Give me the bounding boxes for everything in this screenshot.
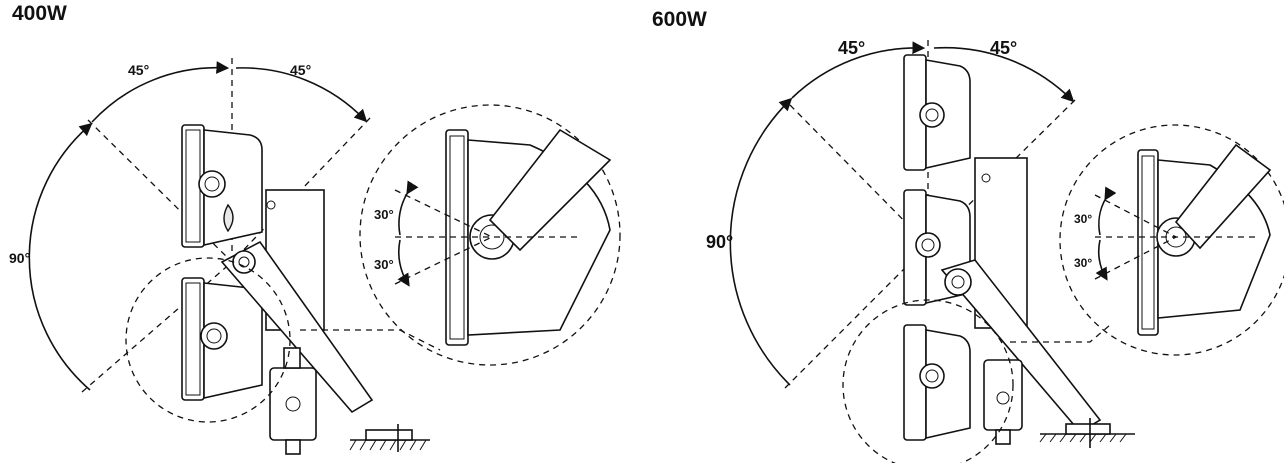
arc-45-right-600	[933, 46, 1075, 103]
arc-45-left-600	[791, 41, 926, 99]
angle-label-45-right-600: 45°	[990, 38, 1018, 58]
detail-source-circle-600	[842, 299, 1014, 463]
junction-box	[269, 367, 317, 441]
detail-zoom-circle	[359, 104, 621, 366]
diagram-400w	[28, 58, 621, 455]
detail-angle-down-label: 30°	[374, 257, 394, 272]
junction-box-600	[983, 359, 1023, 431]
detail-angle-up-label: 30°	[374, 207, 394, 222]
diagram-title-600w: 600W	[652, 8, 707, 31]
mounting-bracket-arm	[220, 240, 374, 414]
lamp-lower	[181, 277, 263, 401]
angle-label-90: 90°	[9, 250, 31, 266]
diagram-title-400w: 400W	[12, 2, 67, 25]
angle-label-90-600: 90°	[706, 232, 734, 252]
angle-label-45-left-600: 45°	[838, 38, 866, 58]
detail-400w	[394, 128, 612, 346]
arc-90-deg	[28, 122, 93, 391]
arc-45-right	[235, 67, 368, 123]
detail-source-circle	[125, 257, 291, 423]
detail-angle-down-label-600: 30°	[1074, 256, 1093, 270]
lamp-stack-600	[903, 54, 971, 441]
mounting-bracket-arm-600	[940, 259, 1102, 434]
detail-zoom-circle-600	[1059, 124, 1284, 356]
lamp-upper	[181, 124, 263, 248]
diagram-600w	[729, 40, 1284, 463]
detail-600w	[1094, 143, 1272, 336]
detail-angle-up-label-600: 30°	[1074, 212, 1093, 226]
angle-label-45-right: 45°	[290, 62, 312, 78]
angle-label-45-left: 45°	[128, 62, 150, 78]
arc-45-left	[91, 61, 230, 123]
leader-line	[300, 329, 441, 351]
arc-90-deg-600	[729, 97, 793, 386]
leader-line-600	[1010, 324, 1111, 343]
